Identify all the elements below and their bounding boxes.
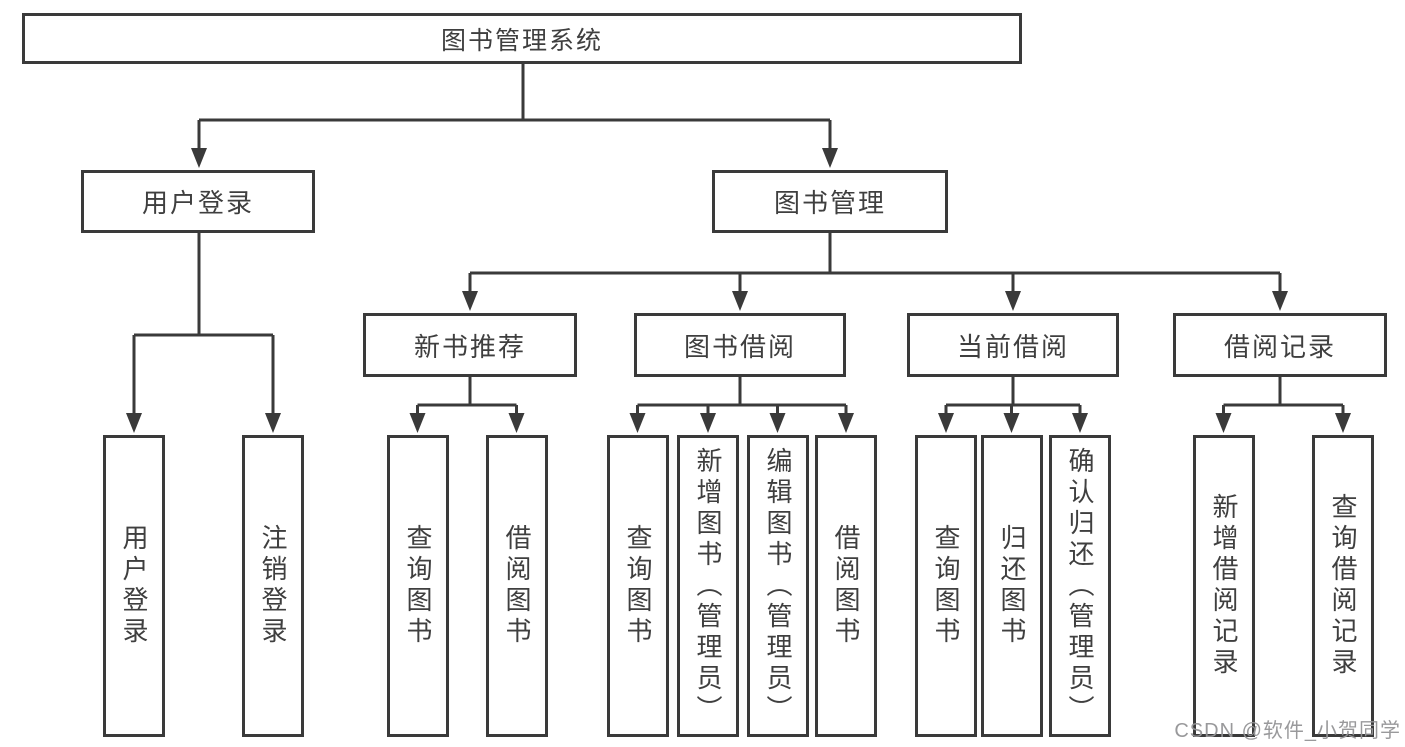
leaf-add-borrow-record: 新增借阅记录 (1193, 435, 1255, 737)
leaf-edit-books-admin: 编辑图书（管理员） (747, 435, 809, 737)
leaf-borrow-books-borrowing: 借阅图书 (815, 435, 877, 737)
node-current-borrowing: 当前借阅 (907, 313, 1119, 377)
leaf-return-books: 归还图书 (981, 435, 1043, 737)
watermark: CSDN @软件_小贺同学 (1174, 720, 1401, 742)
leaf-logout: 注销登录 (242, 435, 304, 737)
node-borrowing-records: 借阅记录 (1173, 313, 1387, 377)
node-book-borrowing: 图书借阅 (634, 313, 846, 377)
leaf-user-login: 用户登录 (103, 435, 165, 737)
leaf-confirm-return-admin: 确认归还（管理员） (1049, 435, 1111, 737)
leaf-query-books-borrowing: 查询图书 (607, 435, 669, 737)
node-root: 图书管理系统 (22, 13, 1022, 64)
node-book-management: 图书管理 (712, 170, 948, 233)
leaf-query-books-current: 查询图书 (915, 435, 977, 737)
leaf-query-borrow-record: 查询借阅记录 (1312, 435, 1374, 737)
leaf-query-books-recommend: 查询图书 (387, 435, 449, 737)
node-new-book-recommend: 新书推荐 (363, 313, 577, 377)
node-user-login: 用户登录 (81, 170, 315, 233)
leaf-borrow-books-recommend: 借阅图书 (486, 435, 548, 737)
leaf-add-books-admin: 新增图书（管理员） (677, 435, 739, 737)
